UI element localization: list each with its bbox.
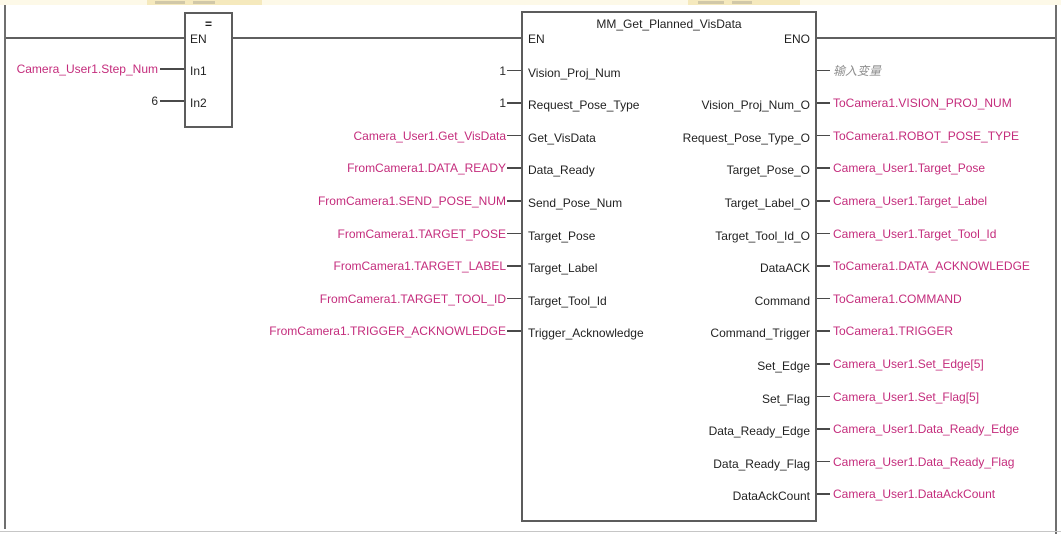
- pin-connector: [817, 297, 830, 300]
- fb-input-operand-field[interactable]: FromCamera1.TARGET_TOOL_ID: [319, 291, 506, 306]
- fb-output-operand-field[interactable]: 输入变量: [833, 63, 882, 78]
- pin-connector: [817, 395, 830, 398]
- fb-output-operand-field[interactable]: Camera_User1.Set_Edge[5]: [833, 357, 984, 371]
- pin-connector: [817, 363, 830, 365]
- pin-connector: [507, 69, 521, 72]
- fb-output-pin-label: Target_Pose_O: [726, 163, 810, 178]
- fb-input-pin-label: Request_Pose_Type: [528, 98, 640, 113]
- fb-output-operand-field[interactable]: Camera_User1.Target_Tool_Id: [833, 226, 997, 241]
- fb-input-operand-field[interactable]: FromCamera1.SEND_POSE_NUM: [317, 194, 506, 208]
- cropped-comment-highlight-band: [0, 0, 1061, 5]
- pin-connector: [507, 297, 521, 300]
- pin-connector: [817, 134, 830, 137]
- pin-connector: [817, 200, 830, 202]
- pin-connector: [817, 102, 830, 104]
- fb-input-operand-field[interactable]: FromCamera1.TARGET_LABEL: [333, 259, 507, 274]
- fb-input-operand-field[interactable]: FromCamera1.TRIGGER_ACKNOWLEDGE: [269, 324, 506, 339]
- fb-output-operand-field[interactable]: Camera_User1.Set_Flag[5]: [833, 389, 980, 404]
- cropped-comment-highlight-right: [688, 0, 800, 5]
- pin-connector: [817, 265, 830, 267]
- pin-connector: [817, 493, 830, 495]
- compare-operand-field[interactable]: Camera_User1.Step_Num: [16, 62, 158, 76]
- fb-input-pin-label: Target_Tool_Id: [528, 293, 607, 308]
- pin-connector: [507, 134, 521, 137]
- fb-output-pin-label: Data_Ready_Flag: [713, 456, 810, 471]
- network-divider: [0, 531, 1061, 532]
- cropped-text-remnant: [193, 1, 215, 4]
- right-power-rail: [1055, 5, 1057, 534]
- pin-connector: [507, 200, 521, 202]
- fb-input-operand-field[interactable]: Camera_User1.Get_VisData: [353, 128, 506, 143]
- fb-output-operand-field[interactable]: ToCamera1.TRIGGER: [833, 324, 954, 339]
- compare-pin-label: In1: [190, 64, 207, 78]
- function-block[interactable]: MM_Get_Planned_VisData EN ENO Vision_Pro…: [521, 11, 817, 522]
- pin-connector: [160, 100, 184, 102]
- fb-input-pin-label: Trigger_Acknowledge: [528, 326, 644, 341]
- fb-en-pin-label: EN: [528, 32, 545, 46]
- pin-connector: [817, 167, 830, 169]
- fb-output-operand-field[interactable]: Camera_User1.DataAckCount: [833, 487, 996, 502]
- fb-output-pin-label: Vision_Proj_Num_O: [701, 98, 811, 113]
- fb-input-operand-field[interactable]: 1: [499, 63, 506, 78]
- fb-input-pin-label: Get_VisData: [528, 130, 596, 145]
- pin-connector: [817, 232, 830, 235]
- fb-output-pin-label: Set_Flag: [761, 391, 810, 406]
- fb-output-pin-label: [583, 65, 810, 81]
- fb-output-pin-label: Set_Edge: [757, 359, 810, 373]
- fb-output-pin-label: DataACK: [759, 261, 810, 276]
- fb-output-operand-field[interactable]: Camera_User1.Data_Ready_Flag: [833, 454, 1015, 469]
- fb-output-pin-label: Data_Ready_Edge: [708, 424, 810, 439]
- fb-eno-pin-label: ENO: [783, 32, 810, 46]
- pin-connector: [817, 330, 830, 332]
- fb-output-operand-field[interactable]: Camera_User1.Target_Pose: [833, 161, 986, 176]
- pin-connector: [507, 167, 521, 169]
- fb-output-pin-label: Request_Pose_Type_O: [682, 130, 810, 145]
- cropped-text-remnant: [698, 1, 724, 4]
- cropped-text-remnant: [732, 1, 752, 4]
- fb-output-operand-field[interactable]: Camera_User1.Target_Label: [833, 194, 988, 208]
- fb-input-pin-label: Data_Ready: [528, 163, 595, 178]
- function-block-title: MM_Get_Planned_VisData: [596, 17, 742, 31]
- pin-connector: [507, 330, 521, 332]
- fb-output-pin-label: Command: [754, 293, 810, 308]
- fb-input-operand-field[interactable]: FromCamera1.TARGET_POSE: [337, 226, 506, 241]
- fb-output-pin-label: Command_Trigger: [710, 326, 810, 341]
- cropped-text-remnant: [155, 1, 185, 4]
- fb-output-operand-field[interactable]: ToCamera1.COMMAND: [833, 291, 962, 306]
- fb-input-operand-field[interactable]: 1: [499, 96, 506, 111]
- wire-compare-to-fb: [233, 37, 521, 39]
- fb-input-pin-label: Target_Label: [528, 261, 598, 276]
- fb-output-pin-label: Target_Label_O: [724, 196, 810, 210]
- pin-connector: [817, 460, 830, 463]
- pin-connector: [507, 265, 521, 267]
- pin-connector: [160, 68, 184, 70]
- compare-operand-field[interactable]: 6: [151, 94, 158, 108]
- fb-output-operand-field[interactable]: ToCamera1.VISION_PROJ_NUM: [833, 96, 1012, 111]
- pin-connector: [817, 69, 830, 72]
- compare-block-title: =: [204, 17, 212, 31]
- pin-connector: [507, 102, 521, 104]
- cropped-comment-highlight-left: [147, 0, 262, 5]
- fb-input-pin-label: Send_Pose_Num: [528, 196, 623, 210]
- fb-output-pin-label: Target_Tool_Id_O: [715, 228, 810, 243]
- pin-connector: [817, 428, 830, 430]
- fb-input-pin-label: Vision_Proj_Num: [528, 65, 621, 80]
- pin-connector: [507, 232, 521, 235]
- fb-output-operand-field[interactable]: ToCamera1.DATA_ACKNOWLEDGE: [833, 259, 1030, 274]
- wire-rail-to-compare: [6, 37, 184, 39]
- left-power-rail: [4, 5, 6, 529]
- compare-pin-label: In2: [190, 96, 207, 110]
- fb-input-operand-field[interactable]: FromCamera1.DATA_READY: [347, 161, 506, 176]
- fb-output-operand-field[interactable]: ToCamera1.ROBOT_POSE_TYPE: [833, 128, 1020, 143]
- fb-output-pin-label: DataAckCount: [732, 489, 810, 504]
- fb-output-operand-field[interactable]: Camera_User1.Data_Ready_Edge: [833, 422, 1020, 437]
- fb-input-pin-label: Target_Pose: [528, 228, 596, 243]
- compare-en-pin-label: EN: [190, 32, 207, 46]
- wire-eno-to-rail: [817, 37, 1055, 39]
